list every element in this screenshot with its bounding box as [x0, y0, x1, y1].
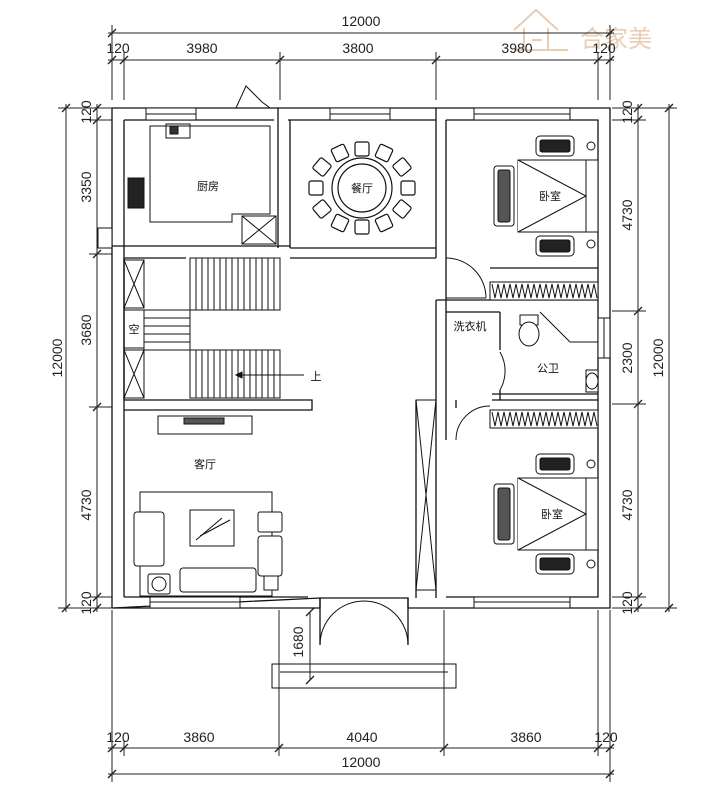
dim-bottom-seg-2: 3860	[183, 729, 214, 745]
dim-top-seg-1: 120	[106, 40, 130, 56]
toilet-icon	[518, 321, 540, 347]
stove-icon	[127, 177, 145, 209]
room-label-bedroom-top: 卧室	[539, 189, 561, 203]
sofa-icon	[257, 535, 283, 577]
dim-top-seg-2: 3980	[186, 40, 217, 56]
dining-chairs	[308, 141, 416, 235]
dimension-labels: 12000 120 3980 3800 3980 120 120 3860 40…	[49, 13, 666, 770]
dim-left-seg-1: 120	[78, 100, 94, 124]
dim-top-total: 12000	[342, 13, 381, 29]
dimension-ticks	[61, 28, 674, 779]
doors	[319, 257, 506, 646]
watermark: 合家美	[513, 8, 652, 53]
coffee-table-icon	[189, 509, 235, 547]
dim-right-seg-1: 120	[619, 100, 635, 124]
dim-porch-depth: 1680	[290, 626, 306, 657]
room-label-laundry: 洗衣机	[454, 319, 487, 333]
dim-top-seg-4: 3980	[501, 40, 532, 56]
dim-left-seg-2: 3350	[78, 171, 94, 202]
living-furniture	[133, 399, 437, 597]
dim-left-seg-4: 4730	[78, 489, 94, 520]
house-logo-icon	[513, 8, 568, 51]
sofa-icon	[133, 511, 165, 567]
dim-bottom-seg-1: 120	[106, 729, 130, 745]
dim-bottom-seg-3: 4040	[346, 729, 377, 745]
dim-bottom-seg-5: 120	[594, 729, 618, 745]
sink-icon	[585, 372, 599, 390]
room-label-kitchen: 厨房	[197, 180, 219, 193]
dim-right-seg-5: 120	[619, 591, 635, 615]
room-label-living: 客厅	[194, 457, 216, 471]
room-label-bathroom: 公卫	[537, 362, 559, 375]
kitchen-fixtures	[127, 85, 277, 245]
room-label-bedroom-bottom: 卧室	[541, 507, 563, 521]
porch	[271, 607, 457, 689]
dimension-lines	[58, 25, 677, 782]
fridge-icon	[241, 215, 277, 245]
label-stair-up: 上	[311, 370, 322, 383]
dim-right-seg-2: 4730	[619, 199, 635, 230]
bedroom-top-furniture	[489, 135, 599, 301]
dim-top-seg-5: 120	[592, 40, 616, 56]
dim-top-seg-3: 3800	[342, 40, 373, 56]
bedroom-bottom-furniture	[489, 409, 599, 575]
dim-bottom-total: 12000	[342, 754, 381, 770]
watermark-text: 合家美	[580, 25, 652, 53]
dim-right-seg-4: 4730	[619, 489, 635, 520]
dim-bottom-seg-4: 3860	[510, 729, 541, 745]
dim-right-seg-3: 2300	[619, 342, 635, 373]
bathroom-fixtures	[518, 311, 599, 393]
dim-left-seg-3: 3680	[78, 314, 94, 345]
dim-left-seg-5: 120	[78, 591, 94, 615]
dim-left-total: 12000	[49, 338, 65, 377]
sink-icon	[165, 123, 191, 139]
sofa-icon	[179, 567, 257, 593]
windows	[97, 107, 611, 609]
dim-right-total: 12000	[650, 338, 666, 377]
staircase	[123, 257, 304, 399]
label-void: 空	[129, 322, 140, 336]
room-label-dining: 餐厅	[351, 181, 373, 195]
tv-cabinet-icon	[157, 415, 253, 435]
dining-table	[308, 141, 416, 235]
